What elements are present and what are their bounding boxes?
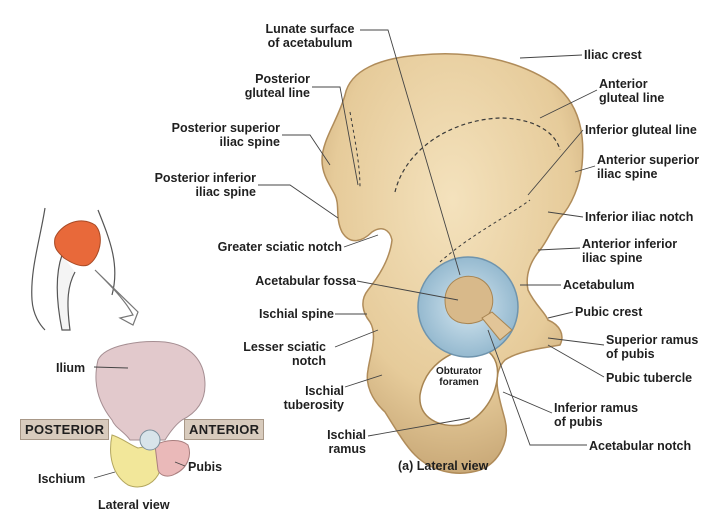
label-acetabulum: Acetabulum xyxy=(563,278,635,292)
label-posterior-gluteal-line: Posterior gluteal line xyxy=(244,72,310,100)
label-acetabular-notch: Acetabular notch xyxy=(589,439,692,453)
label-pubic-crest: Pubic crest xyxy=(575,305,643,319)
posterior-gluteal-line xyxy=(349,111,361,189)
label-greater-sciatic-notch: Greater sciatic notch xyxy=(217,240,342,254)
acetabular-fossa xyxy=(444,275,494,325)
caption-lateral-view: (a) Lateral view xyxy=(398,459,489,473)
inset-label-ischium: Ischium xyxy=(38,472,86,486)
label-anterior-inferior-iliac-spine: Anterior inferior iliac spine xyxy=(582,237,678,265)
label-ischial-spine: Ischial spine xyxy=(258,307,334,321)
inset-pubis-shape xyxy=(154,440,190,477)
label-lesser-sciatic-notch: Lesser sciatic notch xyxy=(243,340,326,368)
label-pubic-tubercle: Pubic tubercle xyxy=(606,371,693,385)
acetabular-notch xyxy=(481,311,513,341)
label-posterior-superior-iliac-spine: Posterior superior iliac spine xyxy=(171,121,280,149)
label-inferior-iliac-notch: Inferior iliac notch xyxy=(585,210,694,224)
inferior-gluteal-line xyxy=(439,199,531,263)
label-lunate-surface: Lunate surface of acetabulum xyxy=(265,22,355,50)
label-inferior-ramus-of-pubis: Inferior ramus of pubis xyxy=(554,401,639,429)
label-inferior-gluteal-line: Inferior gluteal line xyxy=(585,123,697,137)
label-anterior-gluteal-line: Anterior gluteal line xyxy=(599,77,665,105)
inset-tag-anterior: ANTERIOR xyxy=(184,419,265,440)
inset-body-figure xyxy=(31,207,139,331)
obturator-foramen-hole xyxy=(419,346,499,427)
inset-label-pubis: Pubis xyxy=(188,460,223,474)
inset-ilium-shape xyxy=(95,341,206,441)
inset-caption-lateral-view: Lateral view xyxy=(98,498,170,512)
inset-label-ilium: Ilium xyxy=(56,361,86,375)
label-anterior-superior-iliac-spine: Anterior superior iliac spine xyxy=(597,153,700,181)
label-ischial-ramus: Ischial ramus xyxy=(327,428,366,456)
label-iliac-crest: Iliac crest xyxy=(584,48,642,62)
label-acetabular-fossa: Acetabular fossa xyxy=(255,274,356,288)
label-obturator-foramen: Obturator foramen xyxy=(435,366,483,388)
label-posterior-inferior-iliac-spine: Posterior inferior iliac spine xyxy=(154,171,256,199)
inset-acetabulum xyxy=(139,429,161,451)
inset-leader-lines xyxy=(93,366,186,479)
label-ischial-tuberosity: Ischial tuberosity xyxy=(283,384,344,412)
leader-lines xyxy=(258,29,605,446)
inset-tag-posterior: POSTERIOR xyxy=(20,419,110,440)
label-superior-ramus-of-pubis: Superior ramus of pubis xyxy=(606,333,699,361)
